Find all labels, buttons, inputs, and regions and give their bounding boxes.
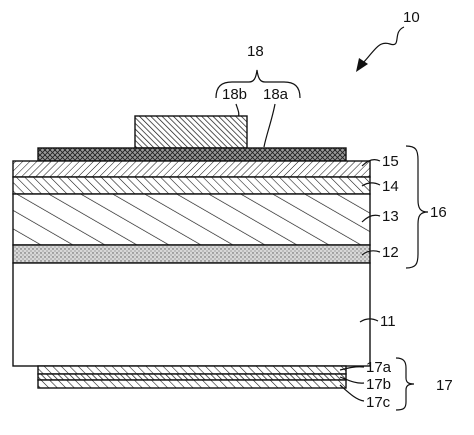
electrode-18b xyxy=(134,115,248,149)
layer-17c xyxy=(37,379,347,389)
label-10: 10 xyxy=(403,9,420,26)
label-13: 13 xyxy=(382,208,399,225)
layer-12 xyxy=(12,244,371,264)
brace-17 xyxy=(395,357,415,411)
leader-14 xyxy=(361,182,381,187)
arrow-10-curve xyxy=(361,26,405,65)
leader-12 xyxy=(361,250,381,256)
label-18a: 18a xyxy=(263,86,289,103)
layer-15 xyxy=(12,160,371,178)
label-12: 12 xyxy=(382,244,399,261)
label-17: 17 xyxy=(436,377,453,394)
leader-17c xyxy=(339,384,365,402)
layer-17b xyxy=(37,373,347,381)
leader-15 xyxy=(361,159,381,167)
electrode-18a xyxy=(37,147,347,162)
arrow-10-head xyxy=(356,58,368,72)
leader-11 xyxy=(359,318,379,323)
leader-17b xyxy=(339,376,365,384)
leader-17a xyxy=(339,366,365,371)
label-17b: 17b xyxy=(366,376,391,393)
label-17c: 17c xyxy=(366,394,391,411)
brace-16 xyxy=(405,145,429,269)
brace-18 xyxy=(215,69,301,99)
label-17a: 17a xyxy=(366,359,392,376)
substrate-11 xyxy=(12,262,371,367)
layer-17a xyxy=(37,365,347,375)
leader-13 xyxy=(361,214,381,223)
layer-13 xyxy=(12,193,371,246)
leader-18a xyxy=(263,103,276,148)
label-11: 11 xyxy=(380,313,396,330)
label-18: 18 xyxy=(247,43,264,60)
label-18b: 18b xyxy=(222,86,247,103)
layer-14 xyxy=(12,176,371,195)
label-15: 15 xyxy=(382,153,399,170)
label-14: 14 xyxy=(382,178,399,195)
label-16: 16 xyxy=(430,204,447,221)
